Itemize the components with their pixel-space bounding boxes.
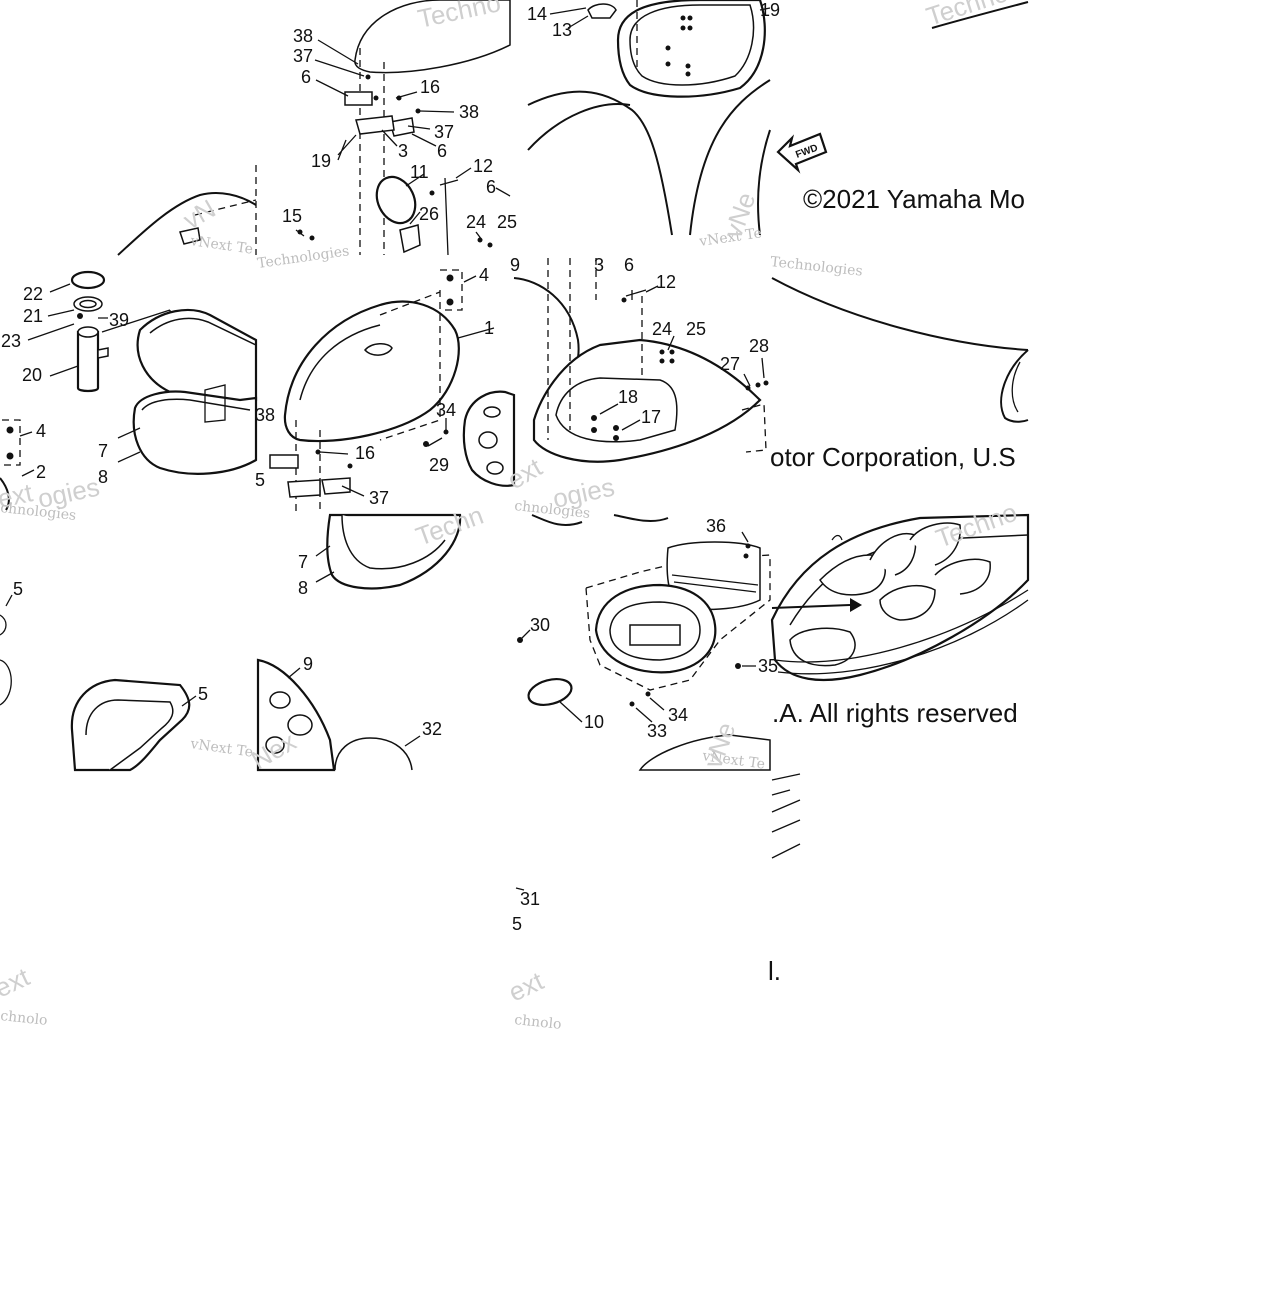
callout: 37 (434, 122, 454, 142)
callout: 6 (624, 255, 634, 275)
callout: 28 (749, 336, 769, 356)
callout: 27 (720, 354, 740, 374)
callout: 11 (410, 162, 429, 182)
callout: 25 (686, 319, 706, 339)
svg-text:ext: ext (0, 961, 35, 1003)
watermark: chnologies (0, 500, 77, 524)
callout: 38 (293, 26, 313, 46)
callout: 24 (466, 212, 486, 232)
callout: 6 (301, 67, 311, 87)
tile-storage-left: vNext Te vN 22 21 39 23 20 7 8 4 2 ext (0, 165, 258, 524)
callout: 12 (473, 156, 493, 176)
callout: 29 (429, 455, 449, 475)
tile-seat: 4 1 38 16 37 5 34 29 Technologies (255, 243, 516, 512)
callout: 32 (422, 719, 442, 739)
callout: 33 (647, 721, 667, 741)
callout: 31 (520, 889, 540, 909)
svg-text:vN: vN (178, 193, 221, 235)
svg-text:5: 5 (255, 470, 265, 490)
callout: 25 (497, 212, 517, 232)
callout: 35 (758, 656, 778, 676)
watermark: ext (0, 477, 36, 514)
tile-console-front: 14 13 19 FWD vNext Te vNe (527, 0, 828, 250)
copyright-line-2: otor Corporation, U.S (770, 442, 1016, 472)
callout: 12 (656, 272, 676, 292)
callout: 6 (486, 177, 496, 197)
tile-glovebox: 36 30 35 34 33 10 vNext Te vNe (517, 514, 778, 773)
fwd-arrow-icon: FWD (776, 132, 828, 174)
callout: 24 (652, 319, 672, 339)
callout: 4 (479, 265, 489, 285)
svg-text:Technologies: Technologies (256, 243, 350, 272)
tile-compartment: 9 3 6 12 24 25 28 27 18 17 ext ogies chn… (502, 255, 769, 522)
callout: 30 (530, 615, 550, 635)
callout: 5 (13, 579, 23, 599)
callout: 23 (1, 331, 21, 351)
callout: 13 (552, 20, 572, 40)
copyright-line-1: ©2021 Yamaha Mo (803, 184, 1025, 214)
tile-gaskets: 5 5 vNext Te (0, 579, 254, 772)
callout: 8 (298, 578, 308, 598)
callout: 7 (98, 441, 108, 461)
callout: 3 (398, 141, 408, 161)
callout: 22 (23, 284, 43, 304)
callout: 10 (584, 712, 604, 732)
svg-text:chnolo: chnolo (514, 1012, 563, 1033)
svg-text:chnolo: chnolo (0, 1008, 48, 1029)
callout: 7 (298, 552, 308, 572)
tile-copyright-top: ©2021 Yamaha Mo Techno Technologies otor… (770, 0, 1029, 472)
callout: 34 (436, 400, 456, 420)
callout: 18 (618, 387, 638, 407)
tile-lower-center: 7 8 Techn 9 32 Nex (246, 500, 487, 775)
callout: 21 (23, 306, 43, 326)
callout: 36 (706, 516, 726, 536)
callout: 8 (98, 467, 108, 487)
tile-seat-hinge: 38 37 6 16 38 37 6 3 19 11 12 6 15 26 24… (282, 0, 517, 256)
callout: 15 (282, 206, 302, 226)
callout: 19 (311, 151, 331, 171)
callout: 9 (510, 255, 520, 275)
tile-bottom: l. 31 5 ext chnolo ext chnolo (0, 773, 801, 1033)
callout: 20 (22, 365, 42, 385)
callout: 26 (419, 204, 439, 224)
callout: 17 (641, 407, 661, 427)
callout: 34 (668, 705, 688, 725)
callout: 5 (512, 914, 522, 934)
tile-boat: Techno .A. All rights reserved (770, 497, 1030, 728)
callout: 3 (594, 255, 604, 275)
callout: 2 (36, 462, 46, 482)
callout: 4 (36, 421, 46, 441)
copyright-line-3: .A. All rights reserved (772, 698, 1018, 728)
watermark: Techno (923, 0, 1012, 32)
svg-text:Technologies: Technologies (770, 254, 864, 280)
callout: 16 (420, 77, 440, 97)
callout: 38 (255, 405, 275, 425)
watermark: vNext Te (188, 233, 254, 258)
svg-text:19: 19 (760, 0, 780, 20)
callout: 9 (303, 654, 313, 674)
svg-text:ext: ext (504, 965, 549, 1007)
callout: 37 (293, 46, 313, 66)
callout: 16 (355, 443, 375, 463)
callout: 5 (198, 684, 208, 704)
callout: 37 (369, 488, 389, 508)
callout: 38 (459, 102, 479, 122)
callout: 14 (527, 4, 547, 24)
callout: 1 (484, 318, 494, 338)
watermark: vNext Te (188, 736, 254, 761)
callout: 6 (437, 141, 447, 161)
copyright-line-4: l. (768, 956, 781, 986)
